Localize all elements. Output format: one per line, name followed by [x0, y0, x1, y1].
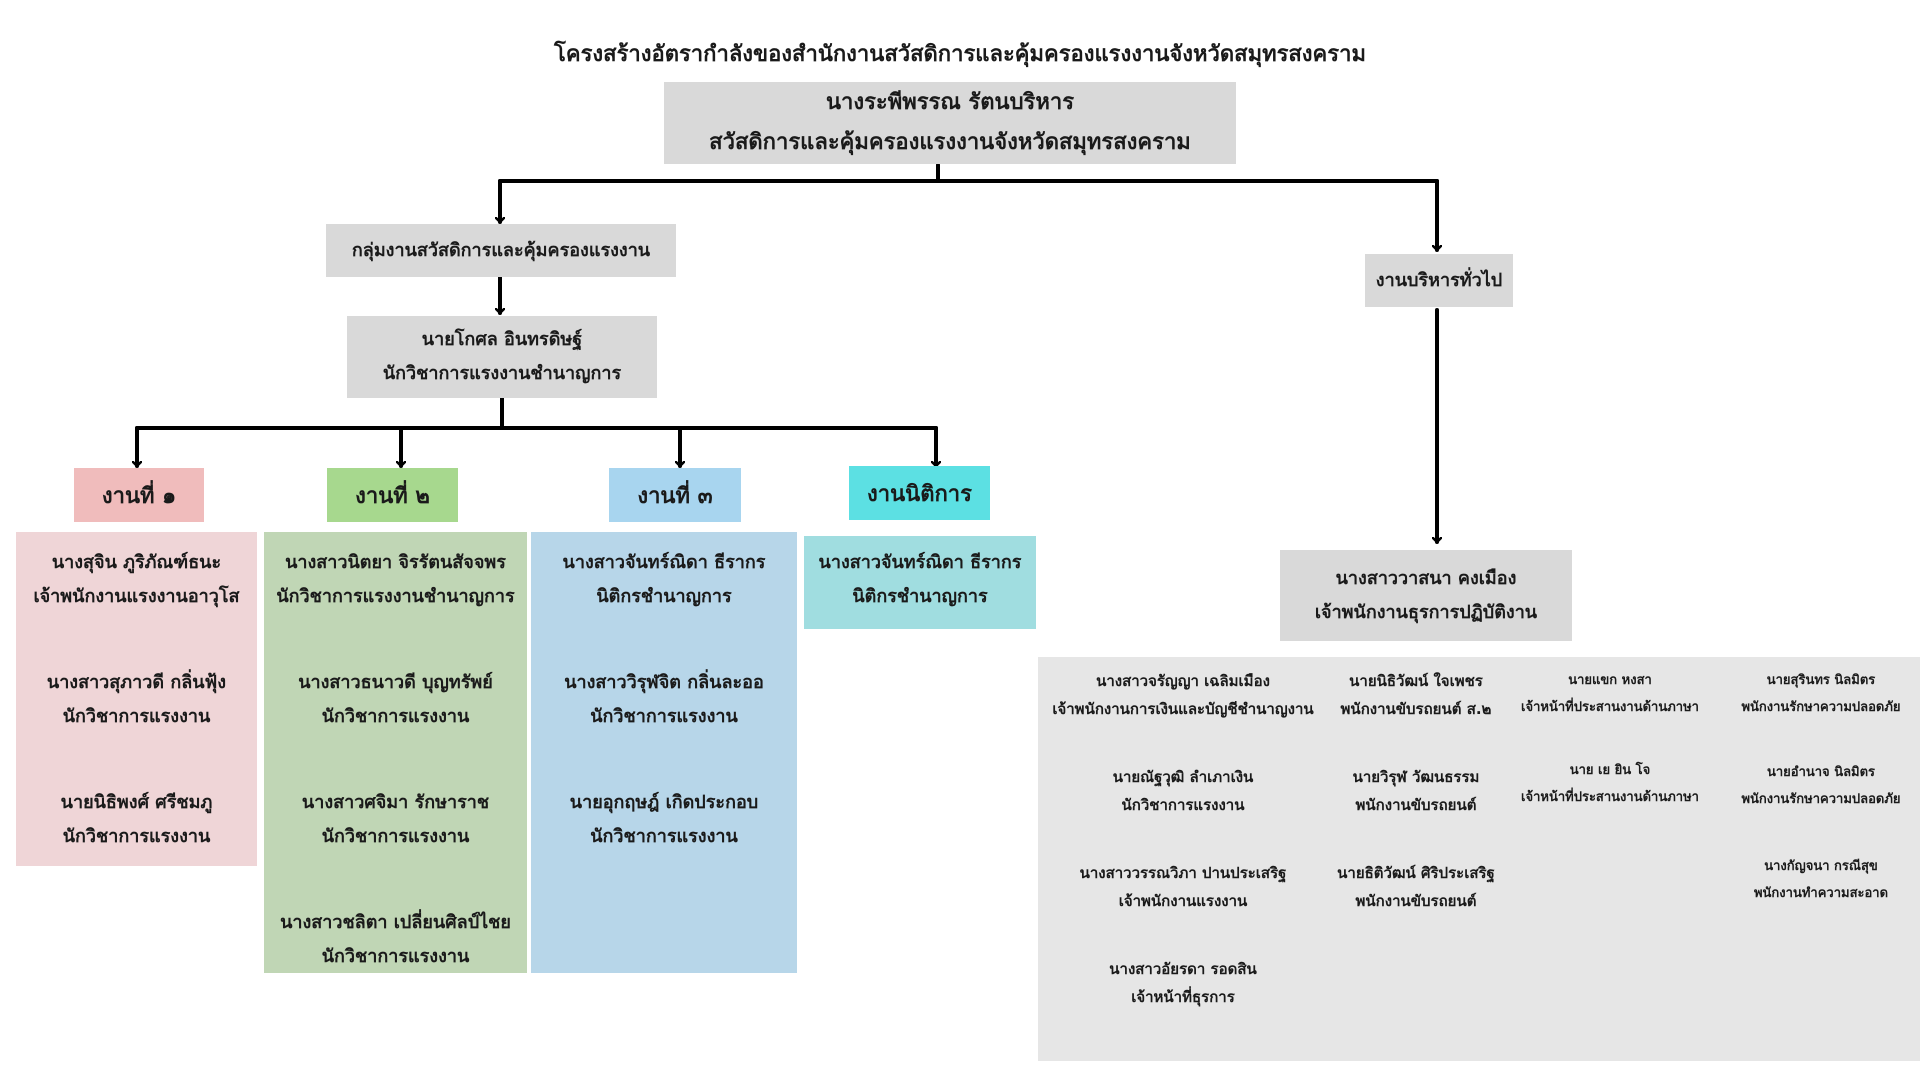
- member-card: นางสาวศจิมา รักษาราช นักวิชาการแรงงาน: [264, 786, 527, 854]
- member-card: นางสุจิน ภูริภัณฑ์ธนะ เจ้าพนักงานแรงงานอ…: [16, 546, 257, 614]
- member-name: นางสาววิรุฬจิต กลิ่นละออ: [564, 672, 764, 693]
- member-card: นายนิธิพงศ์ ศรีชมภู นักวิชาการแรงงาน: [16, 786, 257, 854]
- staff-name: นางสาวจรัญญา เฉลิมเมือง: [1096, 672, 1270, 690]
- member-card: นางสาวนิตยา จิรรัตนสัจจพร นักวิชาการแรงง…: [264, 546, 527, 614]
- staff-card: นาย เย ยิน โจ เจ้าหน้าที่ประสานงานด้านภา…: [1504, 757, 1716, 811]
- member-name: นางสาวสุภาวดี กลิ่นฟุ้ง: [46, 672, 227, 693]
- unit-2-label-box: งานที่ ๒: [327, 468, 458, 522]
- staff-position: พนักงานรักษาความปลอดภัย: [1741, 700, 1901, 715]
- staff-name: นายสุรินทร นิลมิตร: [1766, 673, 1876, 688]
- member-name: นางสาวชลิตา เปลี่ยนศิลป์ไชย: [280, 912, 511, 933]
- staff-position: พนักงานทำความสะอาด: [1753, 886, 1889, 901]
- staff-name: นาย เย ยิน โจ: [1569, 763, 1651, 778]
- staff-name: นายนิธิวัฒน์ ใจเพชร: [1349, 672, 1483, 690]
- unit-1-label: งานที่ ๑: [101, 483, 177, 509]
- member-card: นางสาววิรุฬจิต กลิ่นละออ นักวิชาการแรงงา…: [531, 666, 797, 734]
- member-position: นักวิชาการแรงงานชำนาญการ: [276, 586, 515, 607]
- unit-legal-label: งานนิติการ: [867, 481, 972, 507]
- staff-card: นายแขก หงสา เจ้าหน้าที่ประสานงานด้านภาษา: [1504, 667, 1716, 721]
- staff-name: นายวิรุฬ วัฒนธรรม: [1352, 768, 1480, 786]
- member-name: นายอุกฤษฎ์ เกิดประกอบ: [569, 792, 759, 813]
- staff-card: นายนิธิวัฒน์ ใจเพชร พนักงานขับรถยนต์ ส.๒: [1330, 667, 1502, 723]
- admin-label: งานบริหารทั่วไป: [1375, 269, 1503, 291]
- member-card: นางสาวสุภาวดี กลิ่นฟุ้ง นักวิชาการแรงงาน: [16, 666, 257, 734]
- member-position: นักวิชาการแรงงาน: [321, 946, 470, 967]
- staff-position: นักวิชาการแรงงาน: [1121, 796, 1245, 814]
- admin-staff-panel: นางสาวจรัญญา เฉลิมเมือง เจ้าพนักงานการเง…: [1038, 657, 1920, 1061]
- unit-legal-members-panel: นางสาวจันทร์ณิดา ธีรากร นิติกรชำนาญการ: [804, 536, 1036, 629]
- member-card: นางสาวธนาวดี บุญทรัพย์ นักวิชาการแรงงาน: [264, 666, 527, 734]
- group-label: กลุ่มงานสวัสดิการและคุ้มครองแรงงาน: [351, 239, 651, 261]
- unit-legal-label-box: งานนิติการ: [849, 466, 990, 520]
- staff-name: นายณัฐวุฒิ ลำเภาเงิน: [1112, 768, 1254, 786]
- member-name: นางสาวศจิมา รักษาราช: [301, 792, 490, 813]
- staff-position: พนักงานรักษาความปลอดภัย: [1741, 792, 1901, 807]
- unit-2-members-panel: นางสาวนิตยา จิรรัตนสัจจพร นักวิชาการแรงง…: [264, 532, 527, 973]
- unit-1-members-panel: นางสุจิน ภูริภัณฑ์ธนะ เจ้าพนักงานแรงงานอ…: [16, 532, 257, 866]
- staff-name: นางสาววรรณวิภา ปานประเสริฐ: [1079, 864, 1287, 882]
- member-card: นางสาวชลิตา เปลี่ยนศิลป์ไชย นักวิชาการแร…: [264, 906, 527, 974]
- staff-card: นายอำนาจ นิลมิตร พนักงานรักษาความปลอดภัย: [1733, 759, 1909, 813]
- member-card: นางสาวจันทร์ณิดา ธีรากร นิติกรชำนาญการ: [531, 546, 797, 614]
- member-position: นักวิชาการแรงงาน: [590, 706, 738, 727]
- member-position: นักวิชาการแรงงาน: [62, 826, 211, 847]
- member-card: นางสาวจันทร์ณิดา ธีรากร นิติกรชำนาญการ: [804, 546, 1036, 614]
- unit-3-label-box: งานที่ ๓: [609, 468, 741, 522]
- staff-name: นายธิติวัฒน์ ศิริประเสริฐ: [1337, 864, 1495, 882]
- unit-3-members-panel: นางสาวจันทร์ณิดา ธีรากร นิติกรชำนาญการ น…: [531, 532, 797, 973]
- director-name: นางระพีพรรณ รัตนบริหาร: [825, 90, 1075, 115]
- admin-leader-position: เจ้าพนักงานธุรการปฏิบัติงาน: [1314, 601, 1538, 623]
- member-position: นิติกรชำนาญการ: [596, 586, 732, 607]
- staff-card: นางสาววรรณวิภา ปานประเสริฐ เจ้าพนักงานแร…: [1038, 859, 1328, 915]
- group-leader-name: นายโกศล อินทรดิษฐ์: [421, 329, 583, 350]
- member-name: นางสาวนิตยา จิรรัตนสัจจพร: [285, 552, 506, 573]
- staff-position: เจ้าพนักงานการเงินและบัญชีชำนาญงาน: [1052, 700, 1314, 718]
- staff-position: เจ้าหน้าที่ธุรการ: [1131, 988, 1235, 1006]
- staff-card: นางกัญจนา กรณีสุข พนักงานทำความสะอาด: [1733, 853, 1909, 907]
- staff-position: พนักงานขับรถยนต์: [1355, 796, 1477, 814]
- group-leader-position: นักวิชาการแรงงานชำนาญการ: [382, 363, 622, 384]
- chart-title: โครงสร้างอัตรากำลังของสำนักงานสวัสดิการแ…: [554, 42, 1366, 67]
- member-position: นิติกรชำนาญการ: [852, 586, 988, 607]
- staff-name: นายแขก หงสา: [1568, 673, 1652, 688]
- member-name: นางสุจิน ภูริภัณฑ์ธนะ: [51, 552, 222, 573]
- staff-position: เจ้าพนักงานแรงงาน: [1118, 892, 1248, 910]
- member-name: นางสาวธนาวดี บุญทรัพย์: [298, 672, 493, 693]
- unit-3-label: งานที่ ๓: [637, 483, 713, 509]
- staff-card: นางสาวอัยรดา รอดสิน เจ้าหน้าที่ธุรการ: [1038, 955, 1328, 1011]
- member-name: นางสาวจันทร์ณิดา ธีรากร: [818, 552, 1022, 573]
- member-position: นักวิชาการแรงงาน: [590, 826, 738, 847]
- staff-card: นายสุรินทร นิลมิตร พนักงานรักษาความปลอดภ…: [1733, 667, 1909, 721]
- member-position: นักวิชาการแรงงาน: [321, 706, 470, 727]
- director-position: สวัสดิการและคุ้มครองแรงงานจังหวัดสมุทรสง…: [709, 130, 1191, 155]
- staff-name: นางสาวอัยรดา รอดสิน: [1109, 960, 1257, 978]
- unit-2-label: งานที่ ๒: [355, 483, 430, 509]
- staff-name: นายอำนาจ นิลมิตร: [1766, 765, 1876, 780]
- member-name: นางสาวจันทร์ณิดา ธีรากร: [562, 552, 766, 573]
- admin-leader-name: นางสาววาสนา คงเมือง: [1335, 567, 1517, 589]
- director-box: นางระพีพรรณ รัตนบริหาร สวัสดิการและคุ้มค…: [664, 82, 1236, 164]
- staff-position: เจ้าหน้าที่ประสานงานด้านภาษา: [1521, 790, 1699, 805]
- admin-label-box: งานบริหารทั่วไป: [1365, 254, 1513, 307]
- staff-position: พนักงานขับรถยนต์: [1355, 892, 1477, 910]
- staff-card: นายณัฐวุฒิ ลำเภาเงิน นักวิชาการแรงงาน: [1038, 763, 1328, 819]
- staff-card: นางสาวจรัญญา เฉลิมเมือง เจ้าพนักงานการเง…: [1038, 667, 1328, 723]
- member-name: นายนิธิพงศ์ ศรีชมภู: [60, 792, 213, 813]
- staff-card: นายธิติวัฒน์ ศิริประเสริฐ พนักงานขับรถยน…: [1330, 859, 1502, 915]
- member-position: นักวิชาการแรงงาน: [62, 706, 211, 727]
- unit-1-label-box: งานที่ ๑: [74, 468, 204, 522]
- staff-card: นายวิรุฬ วัฒนธรรม พนักงานขับรถยนต์: [1330, 763, 1502, 819]
- member-position: นักวิชาการแรงงาน: [321, 826, 470, 847]
- group-leader-box: นายโกศล อินทรดิษฐ์ นักวิชาการแรงงานชำนาญ…: [347, 316, 657, 398]
- member-card: นายอุกฤษฎ์ เกิดประกอบ นักวิชาการแรงงาน: [531, 786, 797, 854]
- staff-position: พนักงานขับรถยนต์ ส.๒: [1340, 700, 1492, 718]
- staff-name: นางกัญจนา กรณีสุข: [1764, 859, 1878, 874]
- admin-leader-box: นางสาววาสนา คงเมือง เจ้าพนักงานธุรการปฏิ…: [1280, 550, 1572, 641]
- group-label-box: กลุ่มงานสวัสดิการและคุ้มครองแรงงาน: [326, 224, 676, 277]
- member-position: เจ้าพนักงานแรงงานอาวุโส: [33, 586, 240, 607]
- staff-position: เจ้าหน้าที่ประสานงานด้านภาษา: [1521, 700, 1699, 715]
